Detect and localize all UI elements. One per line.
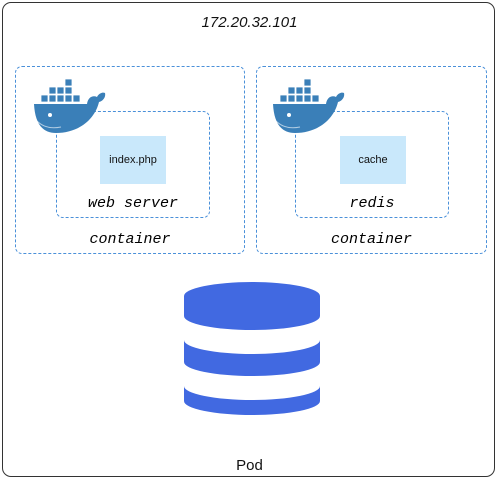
container-web-server: index.php web server container	[15, 66, 245, 254]
pod-boundary	[2, 2, 495, 477]
service-name-web-server: web server	[87, 195, 178, 212]
pod-ip-address: 172.20.32.101	[201, 14, 298, 31]
file-box-cache: cache	[340, 136, 406, 184]
container-label: container	[330, 231, 412, 248]
service-box-redis: cache redis	[295, 111, 449, 218]
container-redis: cache redis container	[256, 66, 487, 254]
service-name-redis: redis	[349, 195, 395, 212]
docker-whale-icon	[34, 78, 106, 133]
container-label: container	[89, 231, 171, 248]
pod-label: Pod	[236, 457, 263, 474]
docker-whale-icon	[273, 78, 345, 133]
file-box-index-php: index.php	[100, 136, 166, 184]
service-box-web-server: index.php web server	[56, 111, 210, 218]
database-icon	[184, 282, 320, 415]
